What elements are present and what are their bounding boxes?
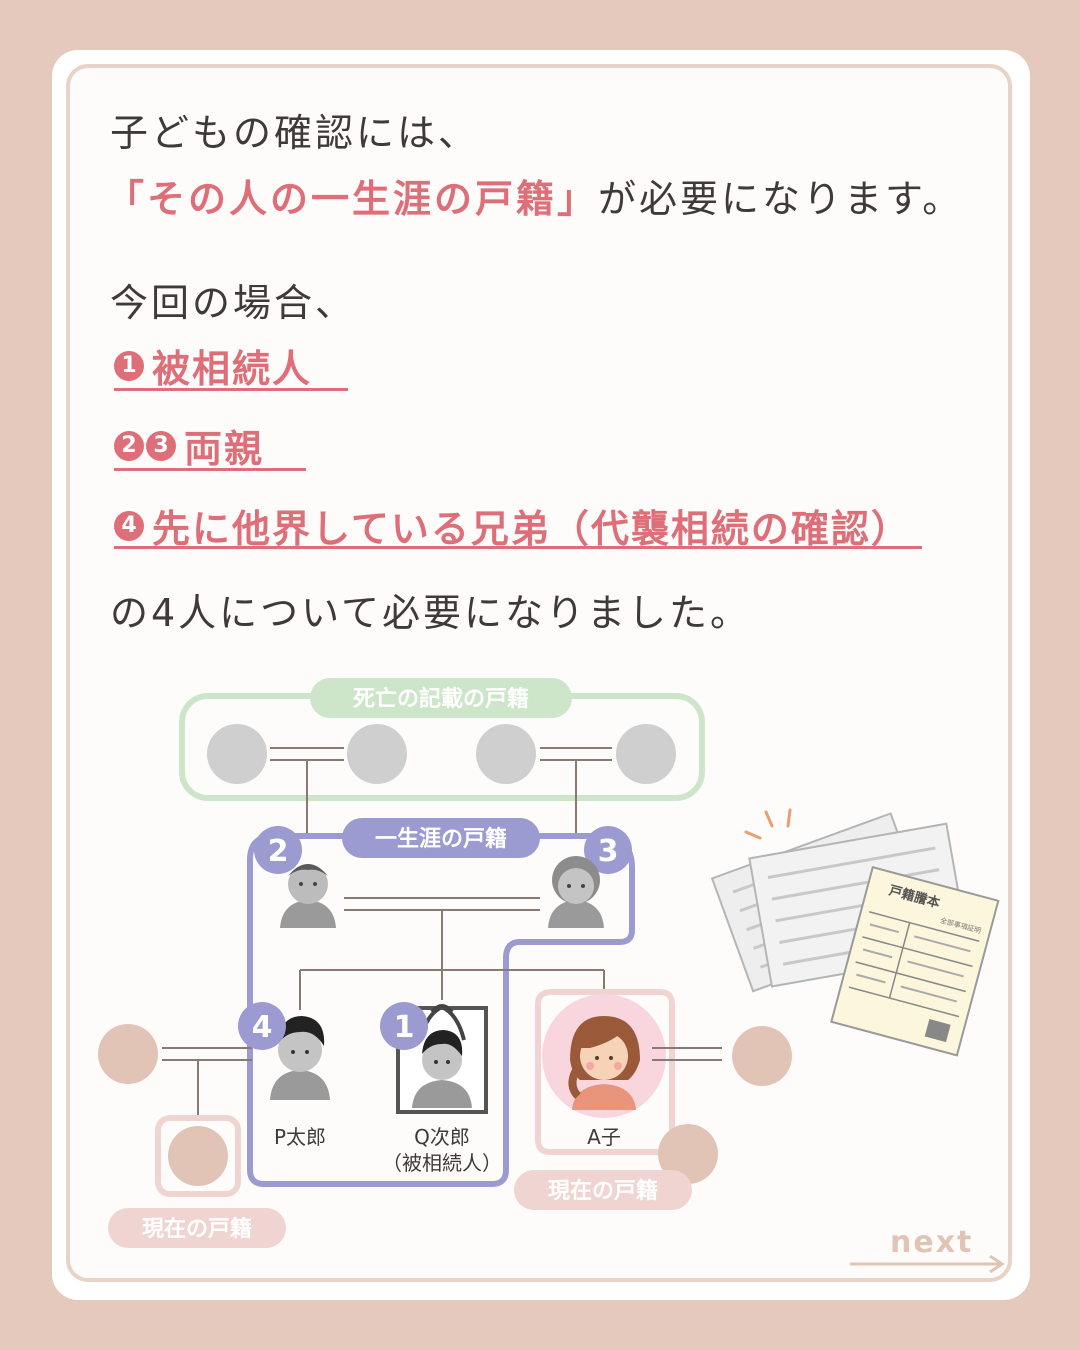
current-record-label-right: 現在の戸籍 bbox=[548, 1178, 658, 1204]
q-jiro-subtitle: （被相続人） bbox=[382, 1151, 502, 1175]
left-marriage-lines bbox=[162, 1048, 252, 1120]
badge-2-label: 2 bbox=[268, 834, 289, 869]
q-jiro-name: Q次郎 bbox=[414, 1125, 470, 1149]
spouse-circle-left bbox=[98, 1024, 158, 1084]
mother-icon bbox=[548, 856, 604, 928]
spouse-circle-right bbox=[732, 1026, 792, 1086]
sparkle-icon bbox=[746, 810, 790, 838]
badge-3-label: 3 bbox=[598, 834, 619, 869]
a-ko-icon bbox=[570, 1016, 640, 1110]
badge-1-label: 1 bbox=[394, 1010, 415, 1045]
p-taro-name: P太郎 bbox=[274, 1125, 326, 1149]
child-circle-left bbox=[168, 1126, 228, 1186]
a-ko-name: A子 bbox=[587, 1125, 621, 1149]
grandparent-circle bbox=[347, 724, 407, 784]
grandparent-circle bbox=[476, 724, 536, 784]
current-record-label-left: 現在の戸籍 bbox=[142, 1216, 252, 1242]
death-record-label: 死亡の記載の戸籍 bbox=[353, 686, 529, 712]
father-icon bbox=[280, 864, 336, 928]
grandparent-circle bbox=[207, 724, 267, 784]
badge-4-label: 4 bbox=[252, 1010, 273, 1045]
next-arrow-icon[interactable] bbox=[850, 1254, 1010, 1274]
grandparent-circle bbox=[616, 724, 676, 784]
lifetime-record-label: 一生涯の戸籍 bbox=[375, 826, 507, 852]
